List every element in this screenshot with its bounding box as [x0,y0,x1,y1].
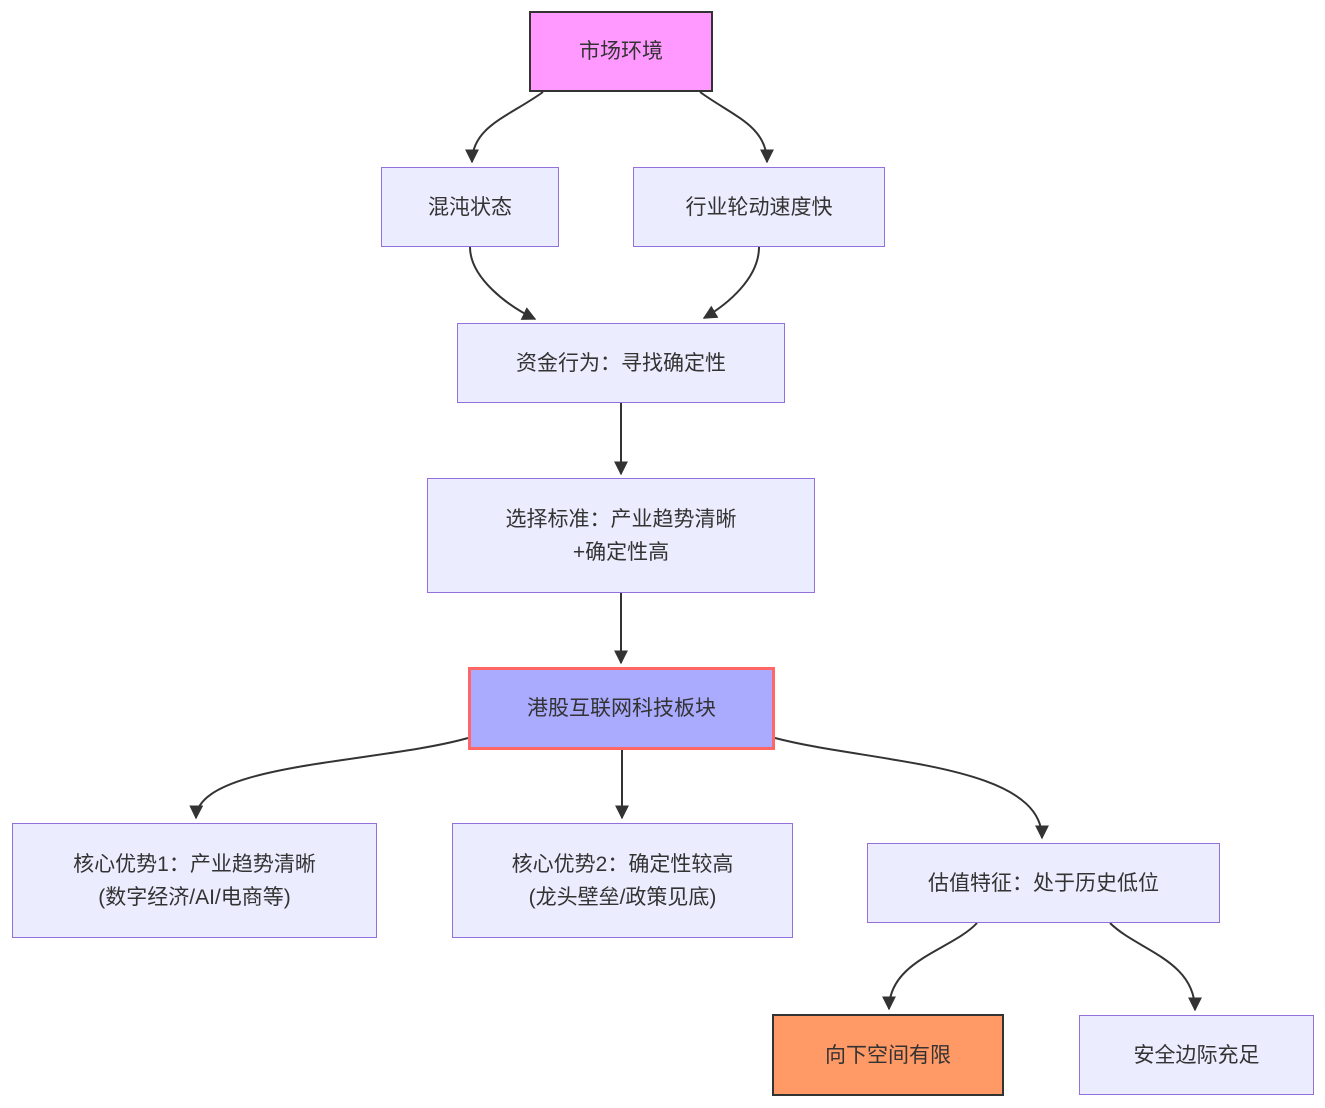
edge-valuation-to-safety [1109,922,1202,1012]
node-label-line2: (龙头壁垒/政策见底) [528,885,717,909]
node-label: 估值特征：处于历史低位 [928,871,1159,895]
node-hk-internet-tech-sector: 港股互联网科技板块 [468,667,775,750]
node-limited-downside: 向下空间有限 [772,1014,1004,1096]
edge-hk-to-valuation [774,737,1049,840]
node-market-environment: 市场环境 [529,11,713,92]
node-label: 混沌状态 [428,195,512,219]
node-selection-criteria: 选择标准：产业趋势清晰 +确定性高 [427,478,815,593]
node-fund-behavior-seek-certainty: 资金行为：寻找确定性 [457,323,785,403]
edge-market-to-rotation [699,91,774,164]
node-core-advantage-2: 核心优势2：确定性较高 (龙头壁垒/政策见底) [452,823,793,938]
node-label-line2: (数字经济/AI/电商等) [98,885,291,909]
node-sufficient-safety-margin: 安全边际充足 [1079,1015,1314,1095]
edge-market-to-chaos [465,91,544,164]
node-label: 向下空间有限 [825,1043,951,1067]
node-label: 市场环境 [579,40,663,63]
node-core-advantage-1: 核心优势1：产业趋势清晰 (数字经济/AI/电商等) [12,823,377,938]
node-label: 港股互联网科技板块 [527,697,716,720]
node-label-line2: +确定性高 [572,540,670,564]
edge-hk-to-adv1 [189,737,469,820]
node-label: 行业轮动速度快 [685,195,833,219]
node-label: 安全边际充足 [1133,1043,1260,1067]
node-label: 资金行为：寻找确定性 [516,351,726,375]
node-label-line1: 核心优势1：产业趋势清晰 [73,852,316,876]
node-valuation-historic-low: 估值特征：处于历史低位 [867,843,1220,923]
edge-rotation-to-funds [702,246,760,319]
node-sector-rotation-fast: 行业轮动速度快 [633,167,885,247]
edge-valuation-to-downside [882,922,978,1011]
node-chaotic-state: 混沌状态 [381,167,559,247]
node-label-line1: 选择标准：产业趋势清晰 [505,507,737,531]
node-label-line1: 核心优势2：确定性较高 [511,852,734,876]
edge-chaos-to-funds [469,246,537,320]
